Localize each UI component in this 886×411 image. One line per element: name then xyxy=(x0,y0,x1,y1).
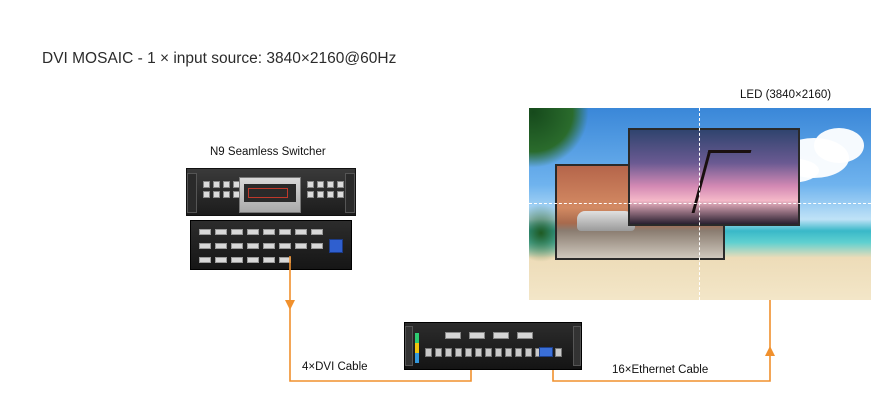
switcher-display xyxy=(239,177,301,213)
palm-tree-image xyxy=(529,108,589,168)
ethernet-cable-arrow xyxy=(765,346,775,356)
power-connector-icon xyxy=(329,239,343,253)
switcher-device-image xyxy=(186,168,356,270)
tree-window-image xyxy=(628,128,800,226)
dvi-ports xyxy=(445,332,533,339)
sending-box-device-image xyxy=(404,322,582,370)
ethernet-ports xyxy=(425,348,562,357)
ethernet-cable-line xyxy=(552,300,771,382)
mosaic-vertical-divider xyxy=(699,108,700,300)
switcher-rear-panel xyxy=(190,220,352,270)
diagram-title: DVI MOSAIC - 1 × input source: 3840×2160… xyxy=(42,50,397,67)
dvi-cable-arrow xyxy=(285,300,295,310)
led-screen-label: LED (3840×2160) xyxy=(740,89,832,101)
car-icon xyxy=(577,211,635,231)
dvi-cable-label: 4×DVI Cable xyxy=(302,361,368,373)
ethernet-cable-label: 16×Ethernet Cable xyxy=(612,364,709,376)
switcher-label: N9 Seamless Switcher xyxy=(210,146,326,158)
dvi-cable-line xyxy=(289,256,472,382)
led-screen-image xyxy=(529,108,871,300)
mosaic-horizontal-divider xyxy=(529,203,871,204)
switcher-front-panel xyxy=(186,168,356,216)
